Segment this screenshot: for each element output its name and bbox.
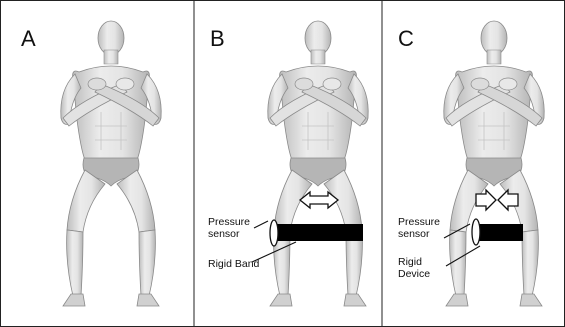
rigid-band-label: Rigid Band — [208, 258, 259, 270]
pressure-sensor-label-c: Pressure sensor — [398, 216, 440, 240]
pressure-sensor-label-b: Pressure sensor — [208, 216, 250, 240]
pressure-sensor-label-b-line2: sensor — [208, 228, 250, 240]
pressure-sensor-icon-b — [270, 220, 278, 246]
panel-letter-a: A — [21, 26, 36, 52]
pressure-sensor-label-c-line1: Pressure — [398, 216, 440, 228]
rigid-device-label-line2: Device — [398, 268, 430, 280]
panel-letter-c: C — [398, 26, 414, 52]
rigid-device — [477, 224, 523, 241]
pressure-sensor-icon-c — [472, 219, 480, 245]
rigid-band — [272, 224, 363, 241]
pressure-sensor-label-b-line1: Pressure — [208, 216, 250, 228]
rigid-device-label-line1: Rigid — [398, 256, 430, 268]
human-figure-icon-a — [61, 21, 161, 306]
rigid-device-label: Rigid Device — [398, 256, 430, 280]
pressure-sensor-label-c-line2: sensor — [398, 228, 440, 240]
human-figure-icon-c — [444, 21, 544, 306]
panel-letter-b: B — [210, 26, 225, 52]
sensor-leader-b — [254, 221, 268, 228]
human-figure-icon-b — [268, 21, 368, 306]
